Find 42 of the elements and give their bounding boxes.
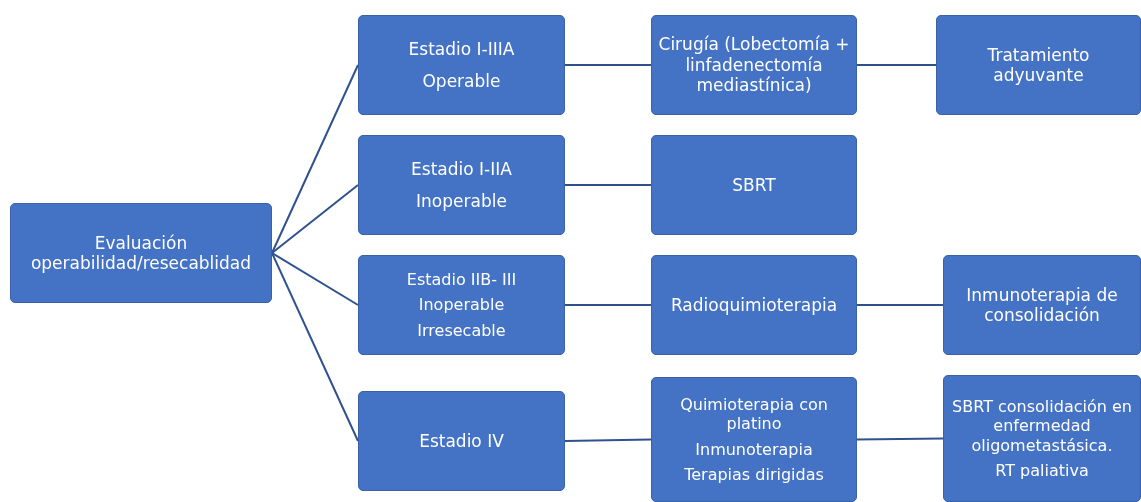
box-text: Operable (422, 70, 501, 91)
connector-line (564, 438, 652, 442)
box-text: RT paliativa (995, 460, 1089, 480)
box-text: Radioquimioterapia (670, 294, 838, 316)
connector-line (271, 64, 359, 254)
process-box (651, 15, 857, 115)
process-box (936, 15, 1141, 115)
box-text: Tratamiento adyuvante (986, 44, 1091, 86)
process-box (358, 255, 565, 355)
box-text: Estadio I-IIA (411, 159, 512, 180)
box-text: Irresecable (417, 320, 506, 340)
box-text: Terapias dirigidas (684, 464, 824, 484)
connector-line (271, 252, 359, 442)
connector-line (856, 64, 937, 66)
process-box (358, 391, 565, 491)
box-text: SBRT consolidación en enfermedad oligometastásica. (951, 397, 1133, 455)
box-text: Inmunoterapia (695, 439, 813, 459)
connector-line (564, 64, 652, 66)
box-text: Cirugía (Lobectomía + linfadenectomía mediastínica) (658, 34, 850, 96)
process-box (943, 375, 1141, 502)
process-box (651, 377, 857, 502)
connector-line (564, 184, 652, 186)
connector-line (564, 304, 652, 306)
box-text: Inoperable (418, 295, 505, 315)
process-box (358, 135, 565, 235)
box-text: Estadio IV (419, 430, 504, 452)
connector-line (271, 184, 359, 254)
process-box (651, 255, 857, 355)
box-text: Inoperable (416, 190, 507, 211)
box-text: SBRT (732, 174, 776, 196)
box-text: Evaluación operabilidad/resecablidad (29, 232, 253, 274)
process-box (651, 135, 857, 235)
box-text: Inmunoterapia de consolidación (965, 284, 1119, 326)
box-text: Estadio IIB- III (406, 270, 517, 290)
connector-line (856, 304, 944, 306)
box-text: Quimioterapia con platino (679, 395, 829, 434)
connector-line (856, 437, 944, 441)
box-text: Estadio I-IIIA (408, 39, 515, 60)
process-box (10, 203, 272, 303)
process-box (943, 255, 1141, 355)
process-box (358, 15, 565, 115)
connector-line (271, 252, 359, 306)
